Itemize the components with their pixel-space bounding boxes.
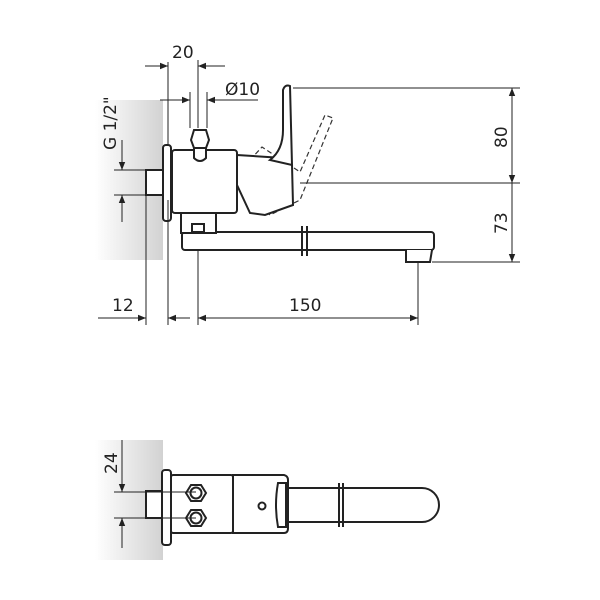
dim-73-label: 73 [492,212,512,234]
side-view: 20 Ø10 G 1/2" 80 73 12 150 [95,43,520,325]
wall-flange [161,469,172,546]
dim-24-label: 24 [102,452,122,474]
top-view: 24 [95,440,440,560]
dim-80-label: 80 [492,126,512,148]
dim-diameter-label: Ø10 [225,80,260,100]
body-nut-small [191,223,205,233]
dim-12-label: 12 [112,296,134,316]
spout [287,487,440,523]
dim-150-label: 150 [289,296,321,316]
inlet-pipe [145,169,165,196]
screw-hole [257,501,267,511]
lever-end [275,482,287,528]
wall-flange [162,144,172,222]
dim-20-label: 20 [172,43,194,63]
spout-outlet [405,249,433,263]
hex-nut-bore [189,486,203,500]
check-valve-nut [189,129,211,149]
dim-thread-label: G 1/2" [101,96,121,150]
check-valve-cap [193,147,207,162]
lever-handle [267,84,294,167]
